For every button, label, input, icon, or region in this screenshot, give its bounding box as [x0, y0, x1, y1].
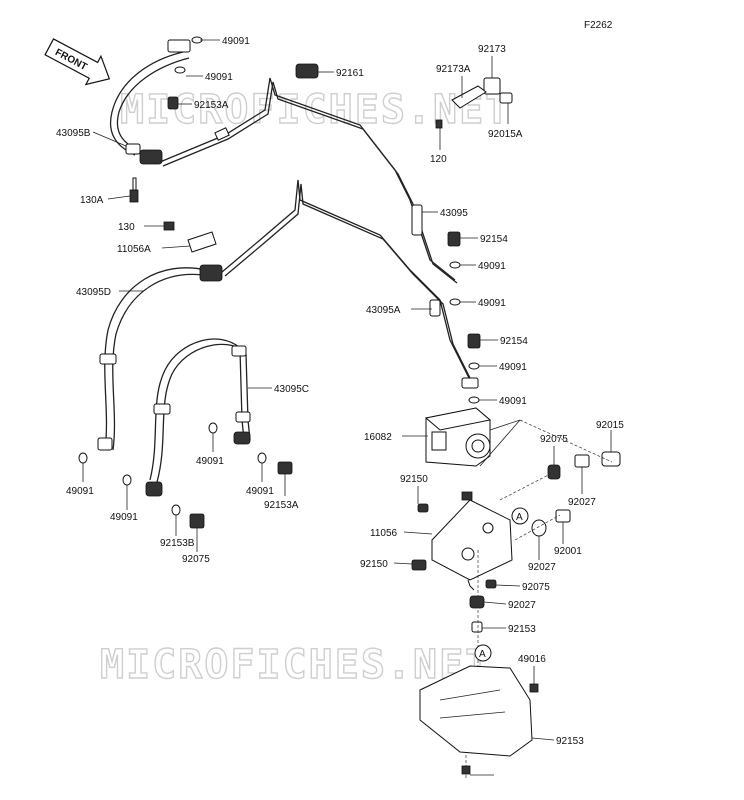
- part-label-92015: 92015: [596, 420, 624, 431]
- part-label-11056a: 11056A: [117, 244, 151, 255]
- brake-hose-43095d: [97, 264, 223, 451]
- brake-hose-43095c: [145, 338, 251, 497]
- grommet-92161: [295, 63, 319, 79]
- bracket-11056a: [187, 231, 217, 253]
- brake-pipe-43095a: [221, 179, 474, 385]
- abs-cover-49016: [419, 665, 539, 775]
- part-label-92027: 92001: [554, 546, 582, 557]
- part-label-49091: 49091: [246, 486, 274, 497]
- fittings-92154: [447, 231, 481, 404]
- part-label-49091: 92153B: [160, 538, 195, 549]
- part-label-49091: 49091: [478, 261, 506, 272]
- part-label-92001: 92150: [360, 559, 388, 570]
- part-label-92075: 92027: [528, 562, 556, 573]
- part-label-43095b: 43095B: [56, 128, 91, 139]
- part-label-92027: 92153: [508, 624, 536, 635]
- part-label-92153: 49016: [518, 654, 546, 665]
- bolt-130a: [129, 177, 139, 203]
- front-arrow-icon: FRONT: [44, 38, 111, 86]
- part-label-49016: 92153: [556, 736, 584, 747]
- washer-49091-top: [174, 36, 203, 74]
- part-label-49091: 49091: [499, 362, 527, 373]
- leader-lines: [82, 39, 612, 776]
- part-label-49091: 49091: [66, 486, 94, 497]
- part-labels: 49091 49091 92153A 43095B 130A 92161 921…: [56, 36, 624, 747]
- part-label-92075: 92075: [540, 434, 568, 445]
- part-label-43095d: 43095D: [76, 287, 111, 298]
- part-label-130: 130: [118, 222, 135, 233]
- part-label-16082: 16082: [364, 432, 392, 443]
- part-label-92154: 92154: [500, 336, 528, 347]
- part-label-92150: 92075: [522, 582, 550, 593]
- marker-a-text-2: A: [479, 649, 486, 660]
- bolt-130: [163, 221, 175, 231]
- reference-marker-a-2: A: [474, 644, 492, 662]
- clamp-92173: [435, 77, 513, 129]
- bracket-11056: [431, 491, 513, 591]
- part-label-92150: 92150: [400, 474, 428, 485]
- brake-hose-43095b: [109, 39, 191, 165]
- part-label-43095c: 43095C: [274, 384, 309, 395]
- abs-hydraulic-unit-16082: [424, 407, 521, 467]
- marker-a-text-1: A: [516, 512, 523, 523]
- part-label-92161: 92161: [336, 68, 364, 79]
- part-label-92153b: 92075: [182, 554, 210, 565]
- part-label-92173a: 92173A: [436, 64, 471, 75]
- part-label-49091: 49091: [222, 36, 250, 47]
- part-label-92075: 92027: [508, 600, 536, 611]
- part-label-49091: 49091: [478, 298, 506, 309]
- brake-pipe-43095: [159, 77, 458, 284]
- banjo-bolts-lower: [189, 461, 293, 529]
- part-label-49091: 49091: [499, 396, 527, 407]
- part-label-49091: 49091: [110, 512, 138, 523]
- part-label-49091: 49091: [196, 456, 224, 467]
- part-label-11056: 11056: [370, 528, 398, 539]
- figure-reference-code: F2262: [584, 20, 613, 31]
- part-label-92027: 92027: [568, 497, 596, 508]
- part-label-49091: 49091: [205, 72, 233, 83]
- part-label-92153a: 92153A: [194, 100, 229, 111]
- watermark-top: MICROFICHES.NET: [120, 87, 511, 133]
- part-label-43095a: 43095A: [366, 305, 401, 316]
- part-label-120: 120: [430, 154, 447, 165]
- part-label-130a: 130A: [80, 195, 104, 206]
- banjo-bolt-92153a-top: [167, 96, 179, 110]
- watermark-bottom: MICROFICHES.NET: [100, 642, 491, 688]
- part-label-92173: 92173: [478, 44, 506, 55]
- part-label-43095: 43095: [440, 208, 468, 219]
- part-label-92154: 92154: [480, 234, 508, 245]
- part-label-92015a: 92015A: [488, 129, 523, 140]
- part-label-92153a: 92153A: [264, 500, 299, 511]
- reference-marker-a-1: A: [511, 507, 529, 525]
